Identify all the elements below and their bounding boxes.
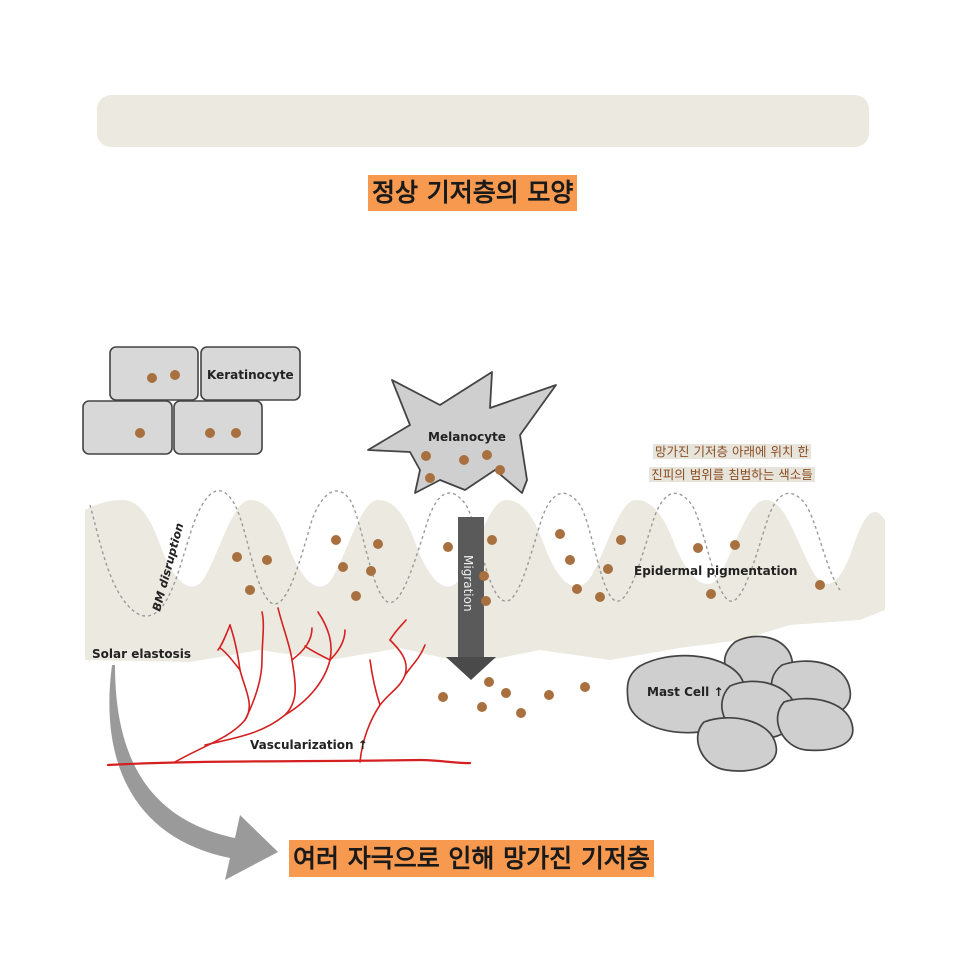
pigment-granule — [479, 571, 489, 581]
pigment-granule — [147, 373, 157, 383]
pigment-granule — [544, 690, 554, 700]
curved-arrow — [109, 665, 278, 880]
callout-line-2: 진피의 범위를 침범하는 색소들 — [649, 467, 815, 482]
mast-cell — [696, 717, 778, 772]
pigment-granule — [459, 455, 469, 465]
pigment-granule — [706, 589, 716, 599]
basal-layer-band — [85, 500, 885, 664]
pigment-granule — [262, 555, 272, 565]
migration-label: Migration — [461, 555, 475, 612]
blood-vessels — [106, 607, 472, 767]
pigment-granule — [421, 451, 431, 461]
melanocyte-label: Melanocyte — [428, 430, 506, 444]
pigment-granule — [565, 555, 575, 565]
pigment-granule — [815, 580, 825, 590]
normal-basal-layer-title: 정상 기저층의 모양 — [368, 175, 578, 211]
keratinocyte-cell — [200, 346, 301, 401]
mast-cell-label: Mast Cell ↑ — [647, 685, 724, 699]
pigment-granule — [487, 535, 497, 545]
mast-cell — [776, 697, 854, 752]
dermal-pigment-granules — [438, 677, 590, 718]
pigment-granule — [501, 688, 511, 698]
pigment-granule — [170, 370, 180, 380]
keratinocyte-cluster — [82, 346, 301, 455]
pigment-granule — [232, 552, 242, 562]
pigment-granule — [205, 428, 215, 438]
solar-elastosis-label: Solar elastosis — [92, 647, 191, 661]
pigment-granule — [693, 543, 703, 553]
pigment-granule — [477, 702, 487, 712]
pigment-granule — [516, 708, 526, 718]
pigment-granule — [580, 682, 590, 692]
pigment-granule — [425, 473, 435, 483]
pigment-granule — [603, 564, 613, 574]
pigment-granule — [245, 585, 255, 595]
keratinocyte-cell — [173, 400, 263, 455]
callout-line-1: 망가진 기저층 아래에 위치 한 — [653, 444, 811, 459]
pigment-granule — [481, 596, 491, 606]
pigment-granule — [482, 450, 492, 460]
top-banner-bar — [97, 95, 869, 147]
pigment-granule — [438, 692, 448, 702]
keratinocyte-cell — [82, 400, 173, 455]
pigment-granule — [572, 584, 582, 594]
epidermal-pigmentation-label: Epidermal pigmentation — [634, 564, 797, 578]
keratinocyte-label: Keratinocyte — [207, 368, 294, 382]
pigment-granule — [555, 529, 565, 539]
pigment-granule — [495, 465, 505, 475]
pigment-granule — [484, 677, 494, 687]
pigment-granule — [351, 591, 361, 601]
pigment-granule — [338, 562, 348, 572]
pigment-granule — [595, 592, 605, 602]
pigment-granule — [616, 535, 626, 545]
pigment-granule — [730, 540, 740, 550]
pigment-granule — [443, 542, 453, 552]
vascularization-label: Vascularization ↑ — [250, 738, 368, 752]
mast-cell-cluster — [626, 635, 854, 772]
pigment-granule — [366, 566, 376, 576]
pigment-granule — [373, 539, 383, 549]
pigment-granule — [135, 428, 145, 438]
damaged-basal-layer-title: 여러 자극으로 인해 망가진 기저층 — [289, 840, 654, 877]
epidermal-pigment-granules — [232, 529, 825, 606]
migration-arrow — [446, 517, 496, 680]
pigment-granule — [231, 428, 241, 438]
pigment-granule — [331, 535, 341, 545]
pigment-invasion-callout: 망가진 기저층 아래에 위치 한 진피의 범위를 침범하는 색소들 — [627, 440, 837, 486]
